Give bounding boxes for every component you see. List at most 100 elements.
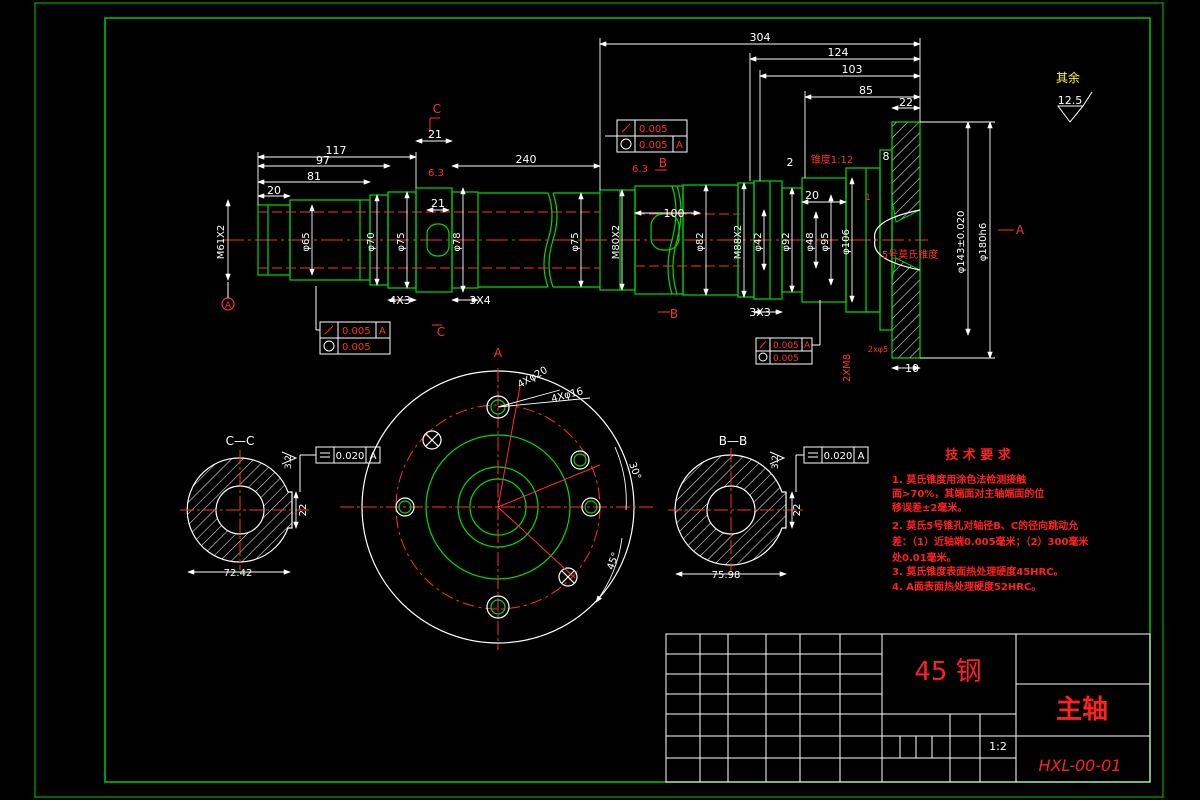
tech-req-line-2: 面>70%，其端面对主轴端面的位 — [892, 487, 1044, 500]
section-cc-width: 72.42 — [224, 568, 253, 579]
section-cc-title: C—C — [226, 434, 255, 448]
taper-note: 锥度1:12 — [811, 153, 853, 166]
title-block — [665, 633, 1151, 783]
dim-85: 85 — [859, 84, 873, 97]
tol-frame-left — [315, 286, 391, 355]
view-a-holes1: 4Xφ20 — [516, 365, 550, 391]
dim-4x3: 4X3 — [389, 294, 411, 307]
tech-req-line-6: 处0.01毫米。 — [891, 551, 957, 564]
thread-note: 2XM8 — [842, 354, 853, 382]
inner-border — [104, 17, 1151, 783]
finish-label: 其余 — [1056, 70, 1080, 85]
dim-21-slot: 21 — [431, 197, 445, 210]
section-bb-title: B—B — [719, 434, 747, 448]
dia-75b: φ75 — [570, 232, 581, 251]
view-a-holes2: 4Xφ16 — [550, 386, 584, 405]
section-c-bottom: C — [437, 325, 445, 339]
section-bb-tol: 0.020 — [824, 451, 853, 462]
surface-finish-other: 其余 12.5 — [1056, 70, 1093, 123]
rough-63-right: 6.3 — [632, 164, 648, 175]
dim-304: 304 — [750, 31, 771, 44]
dim-3x3: 3X3 — [749, 306, 771, 319]
tol-right-v2: 0.005 — [773, 354, 799, 364]
tol-top-r2: A — [676, 140, 683, 151]
section-cc-depth: 22 — [298, 504, 309, 517]
dia-180: φ180h6 — [978, 223, 989, 261]
scale: 1:2 — [989, 740, 1007, 753]
tol-top-v2: 0.005 — [639, 140, 668, 151]
dim-81: 81 — [307, 170, 321, 183]
dim-117: 117 — [326, 144, 347, 157]
dia-95: φ95 — [820, 232, 831, 251]
dia-65: φ65 — [301, 232, 312, 251]
tol-right-r1: A — [804, 341, 811, 351]
dia-92: φ92 — [781, 232, 792, 251]
dia-48: φ48 — [805, 232, 816, 251]
view-a-arrow-label: A — [1016, 223, 1025, 237]
tech-req-line-1: 1. 莫氏锥度用涂色法检测接触 — [892, 473, 1026, 486]
rough-63-left: 6.3 — [428, 168, 444, 179]
dia-143: φ143±0.020 — [956, 211, 967, 274]
morse-note: 5号莫氏锥度 — [882, 248, 938, 261]
dim-100: 100 — [664, 207, 685, 220]
view-a-title: A — [494, 346, 503, 360]
tech-req-line-7: 3. 莫氏锥度表面热处理硬度45HRC。 — [892, 565, 1064, 578]
tol-right-v1: 0.005 — [773, 341, 799, 351]
dia-78: φ78 — [452, 232, 463, 251]
dim-240: 240 — [516, 153, 537, 166]
material: 45 钢 — [914, 657, 981, 687]
dia-70: φ70 — [366, 232, 377, 251]
dim-97: 97 — [316, 154, 330, 167]
finish-value: 12.5 — [1058, 94, 1083, 107]
section-c-top: C — [433, 102, 441, 116]
tech-req-line-4: 2. 莫氏5号锥孔对轴径B、C的径向跳动允 — [892, 519, 1078, 532]
tol-left-v2: 0.005 — [342, 342, 371, 353]
morse-taper-bore — [873, 209, 921, 271]
section-bb-ref: A — [858, 451, 865, 462]
section-bb-rough: 3.2 — [771, 455, 781, 469]
section-bb-depth: 22 — [792, 504, 803, 517]
tech-req-line-3: 移误差±2毫米。 — [892, 501, 967, 514]
tech-req-line-8: 4. A面表面热处理硬度52HRC。 — [892, 580, 1041, 593]
section-b-top: B — [659, 156, 667, 170]
dim-103: 103 — [842, 63, 863, 76]
dim-3x4: 3X4 — [469, 294, 491, 307]
dim-21-top: 21 — [428, 128, 442, 141]
dia-m88: M88X2 — [733, 225, 744, 260]
drawing-number: HXL-00-01 — [1039, 756, 1122, 775]
section-cc-tol: 0.020 — [336, 451, 365, 462]
datum-a-left: A — [225, 301, 232, 311]
section-cc-ref: A — [370, 451, 377, 462]
dia-75a: φ75 — [396, 232, 407, 251]
tech-req-title: 技 术 要 求 — [945, 447, 1012, 463]
section-cc-rough: 3.2 — [284, 455, 294, 469]
section-bb: B—B 75.98 22 0.020 A 3.2 — [668, 434, 869, 581]
view-a-angle30: 30° — [626, 461, 642, 481]
dia-106: φ106 — [841, 229, 852, 255]
dim-124: 124 — [828, 46, 849, 59]
view-a-flange: A 4Xφ20 4Xφ16 30° 45° — [340, 346, 656, 650]
part-name: 主轴 — [1056, 695, 1108, 725]
dia-m80: M80X2 — [611, 225, 622, 260]
tol-left-r1: A — [379, 326, 386, 337]
thread-note2: 2xφ5 — [868, 345, 888, 354]
dia-42: φ42 — [753, 232, 764, 251]
tol-frame-top — [605, 119, 688, 153]
main-shaft-view: 304 124 103 85 22 117 97 81 20 240 21 21… — [216, 31, 1025, 382]
flange-section-top — [891, 121, 921, 223]
dim-20-right: 20 — [805, 189, 819, 202]
dim-22: 22 — [899, 96, 913, 109]
dia-m61: M61X2 — [216, 225, 227, 260]
dim-2: 2 — [787, 156, 794, 169]
section-b-bottom: B — [670, 307, 678, 321]
dimension-lines — [225, 38, 995, 371]
section-cc: C—C 72.42 22 0.020 A 3.2 — [180, 434, 381, 579]
tech-requirements: 技 术 要 求 1. 莫氏锥度用涂色法检测接触 面>70%，其端面对主轴端面的位… — [891, 447, 1089, 593]
dia-82: φ82 — [695, 232, 706, 251]
flange-section-bottom — [891, 257, 921, 359]
tol-frame-right — [755, 300, 821, 365]
dim-20-left: 20 — [267, 184, 281, 197]
tol-left-v1: 0.005 — [342, 326, 371, 337]
tol-top-v1: 0.005 — [639, 124, 668, 135]
